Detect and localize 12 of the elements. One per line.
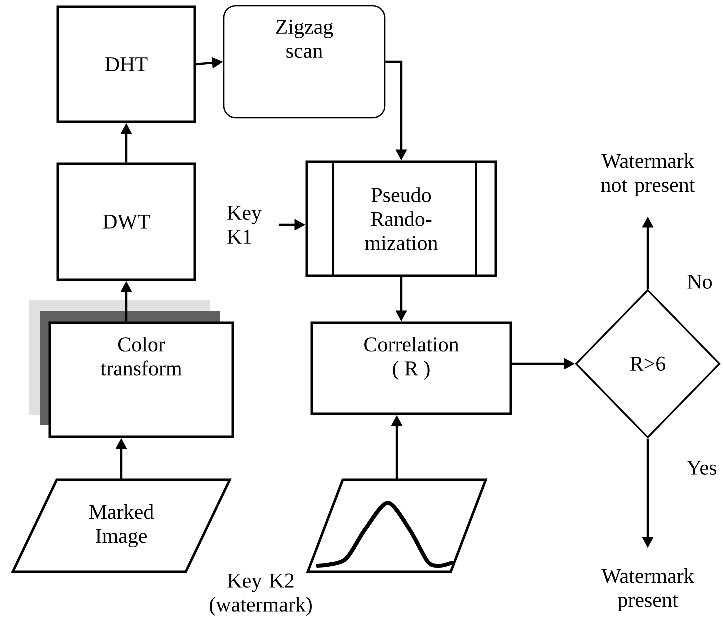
- predefined-process-box: Pseudo Rando- mization: [306, 160, 498, 278]
- process-box: DHT: [56, 6, 196, 124]
- edge-label: Yes: [686, 460, 718, 476]
- outcome-label: Watermark not present: [601, 153, 696, 197]
- outcome-label: Watermark present: [602, 568, 694, 612]
- process-box: Correlation ( R ): [310, 322, 512, 416]
- key-label: Key K1: [228, 206, 262, 244]
- rounded-process-box: Zigzag scan: [223, 5, 386, 119]
- key-label: Key K2 (watermark): [210, 574, 312, 616]
- process-box: DWT: [56, 162, 196, 282]
- edge-label: No: [686, 274, 714, 290]
- stacked-process-box: Color transform: [29, 300, 234, 438]
